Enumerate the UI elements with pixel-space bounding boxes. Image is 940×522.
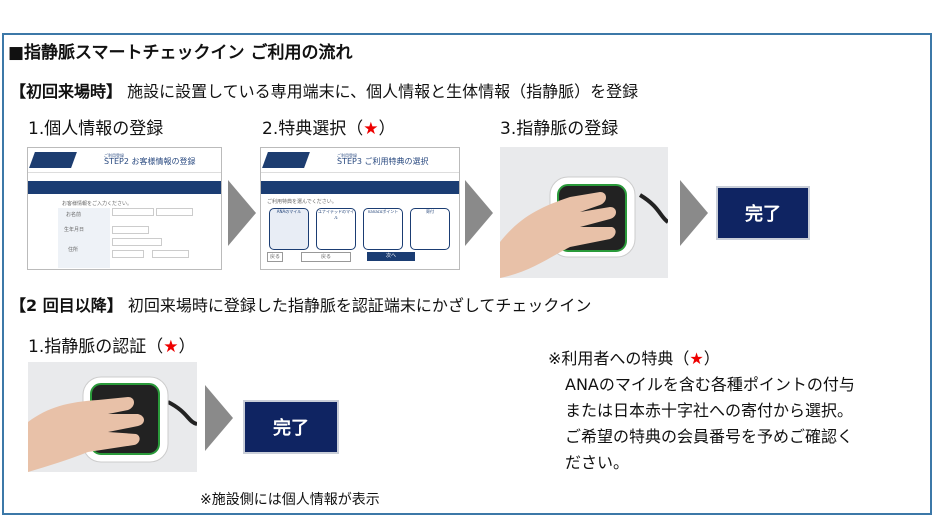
note-head-text: ※利用者への特典（ [548,349,690,368]
note-heading: ※利用者への特典（★） [548,346,855,372]
row-label: 生年月日 [64,227,85,233]
star-icon: ★ [689,349,704,368]
row-label: 住所 [68,247,79,253]
logo [29,152,77,168]
first-visit-heading: 【初回来場時】 施設に設置している専用端末に、個人情報と生体情報（指静脈）を登録 [10,78,638,102]
option-ana: ANAのマイル [269,208,309,250]
screen-bar [261,181,459,194]
auth-step-text: 1.指静脈の認証（ [28,337,164,357]
complete-badge: 完了 [243,400,339,454]
row-label: お名前 [66,212,82,218]
logo [262,152,310,168]
option-donation: 寄付 [410,208,450,250]
note-line: ご希望の特典の会員番号を予めご確認く [565,427,854,446]
screen-prompt: お客様情報をご入力ください。 [62,201,133,207]
arrow-right-icon [228,180,256,246]
complete-badge: 完了 [716,186,810,240]
screen-subtitle: ご利用登録 [104,153,124,158]
back-button: 戻る [267,252,283,262]
step-2-text: 2.特典選択（ [262,119,364,139]
note-line: ANAのマイルを含む各種ポイントの付与 [565,375,855,394]
footnote: ※施設側には個人情報が表示 [200,492,380,508]
screen-subtitle: ご利用登録 [337,153,357,158]
step-3-label: 3.指静脈の登録 [500,119,619,139]
paren: ） [703,349,720,368]
repeat-visit-text: 初回来場時に登録した指静脈を認証端末にかざしてチェックイン [127,296,592,315]
first-visit-text: 施設に設置している専用端末に、個人情報と生体情報（指静脈）を登録 [127,82,639,101]
step-1-label: 1.個人情報の登録 [28,119,164,139]
option-united: ユナイテッドのマイル [316,208,356,250]
arrow-right-icon [465,180,493,246]
first-visit-label: 【初回来場時】 [10,82,123,101]
vein-scanner-photo [500,147,668,278]
slide-frame [2,33,932,515]
paren: ） [178,337,196,357]
step-2-label: 2.特典選択（★） [262,114,395,139]
benefit-note: ※利用者への特典（★） ANAのマイルを含む各種ポイントの付与 または日本赤十字… [548,346,855,476]
note-line: ださい。 [565,453,630,472]
back-button: 戻る [301,252,351,262]
screen-prompt: ご利用特典を選んでください。 [267,199,337,205]
arrow-right-icon [205,385,233,451]
next-button: 次へ [367,252,415,261]
option-nanaco: nanacoポイント [363,208,403,250]
star-icon: ★ [163,337,179,357]
screen-title-text: STEP3 ご利用特典の選択 [337,157,429,166]
page-title: ■指静脈スマートチェックイン ご利用の流れ [8,43,353,63]
repeat-visit-label: 【2 回目以降】 [10,296,123,315]
star-icon: ★ [363,119,379,139]
arrow-right-icon [680,180,708,246]
screen-bar [28,181,221,194]
note-line: または日本赤十字社への寄付から選択。 [565,401,854,420]
screen-title-text: STEP2 お客様情報の登録 [104,157,196,166]
auth-step-label: 1.指静脈の認証（★） [28,332,195,357]
paren: ） [378,119,396,139]
repeat-visit-heading: 【2 回目以降】 初回来場時に登録した指静脈を認証端末にかざしてチェックイン [10,292,591,316]
vein-auth-photo [28,362,197,472]
